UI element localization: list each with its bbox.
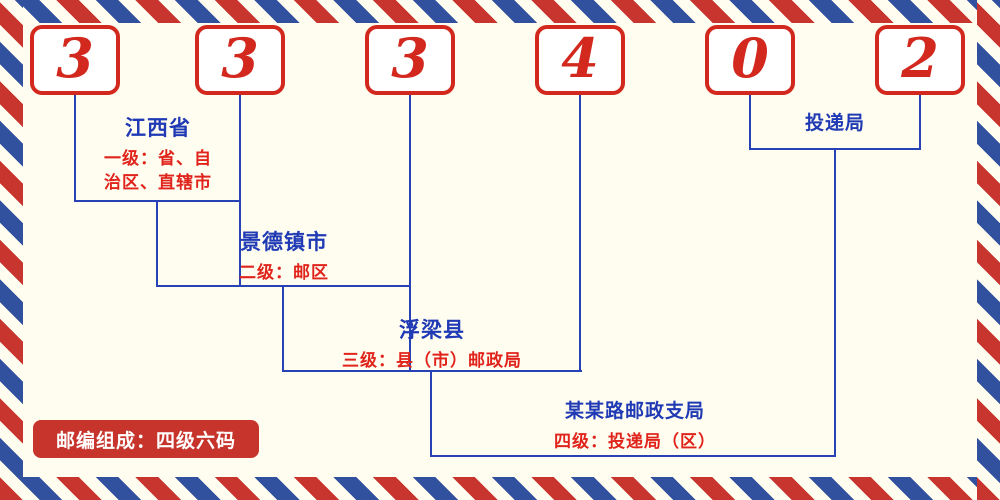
postal-digit-1: 3 bbox=[56, 26, 94, 90]
level1-name: 江西省 bbox=[125, 116, 191, 140]
postal-digit-3: 3 bbox=[391, 26, 429, 90]
postal-digit-box-2: 3 bbox=[195, 25, 285, 95]
connector-line-digit2 bbox=[239, 95, 241, 287]
postal-digit-box-6: 2 bbox=[875, 25, 965, 95]
postal-digit-5: 0 bbox=[731, 26, 769, 90]
level1-desc-line1: 一级：省、自 bbox=[104, 149, 212, 169]
delivery-office-name: 投递局 bbox=[804, 112, 865, 134]
level2-name: 景德镇市 bbox=[240, 230, 328, 254]
airmail-border-top bbox=[0, 0, 1000, 23]
airmail-border-right bbox=[977, 0, 1000, 500]
badge-label: 邮编组成：四级六码 bbox=[55, 429, 236, 452]
level3-desc: 三级：县（市）邮政局 bbox=[342, 351, 522, 371]
postal-digit-4: 4 bbox=[561, 26, 599, 90]
postal-digit-box-1: 3 bbox=[30, 25, 120, 95]
connector-line-level4-bottom bbox=[430, 455, 836, 457]
level4-desc: 四级：投递局（区） bbox=[554, 432, 716, 452]
connector-line-digit3 bbox=[409, 95, 411, 372]
postal-digit-box-5: 0 bbox=[705, 25, 795, 95]
postal-digit-2: 3 bbox=[221, 26, 259, 90]
connector-line-chain3 bbox=[430, 370, 432, 457]
airmail-border-bottom bbox=[0, 477, 1000, 500]
connector-line-digit1 bbox=[74, 95, 76, 202]
connector-line-digit6 bbox=[919, 95, 921, 150]
airmail-border-left bbox=[0, 0, 23, 500]
postcode-composition-badge: 邮编组成：四级六码 bbox=[33, 420, 259, 458]
level4-name: 某某路邮政支局 bbox=[564, 400, 705, 422]
connector-line-chain2 bbox=[282, 285, 284, 372]
connector-line-digit5 bbox=[749, 95, 751, 150]
level3-name: 浮梁县 bbox=[399, 318, 465, 342]
level2-desc: 二级：邮区 bbox=[239, 263, 329, 283]
postal-digit-box-4: 4 bbox=[535, 25, 625, 95]
connector-line-delivery-drop bbox=[834, 148, 836, 457]
postal-digit-6: 2 bbox=[901, 26, 939, 90]
connector-line-chain1 bbox=[156, 200, 158, 287]
level1-desc-line2: 治区、直辖市 bbox=[104, 173, 212, 193]
connector-line-level3-bottom bbox=[282, 370, 582, 372]
postal-digit-box-3: 3 bbox=[365, 25, 455, 95]
connector-line-digit4 bbox=[579, 95, 581, 372]
